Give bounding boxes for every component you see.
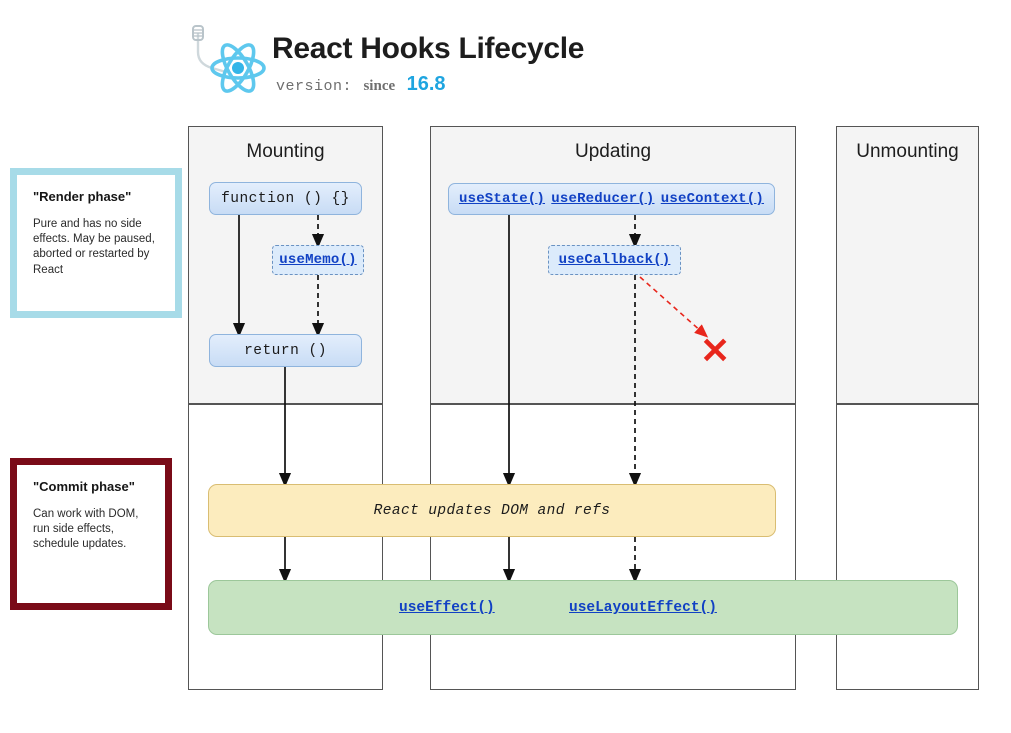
node-react-updates-dom-and-refs: React updates DOM and refs [208, 484, 776, 537]
use-context-link[interactable]: useContext() [660, 191, 764, 207]
node-return-statement[interactable]: return () [209, 334, 362, 367]
render-phase-title: "Render phase" [33, 189, 132, 204]
use-memo-link[interactable]: useMemo() [279, 252, 357, 268]
node-function-declaration[interactable]: function () {} [209, 182, 362, 215]
dom-refs-label: React updates DOM and refs [373, 502, 611, 519]
column-header-updating: Updating [574, 141, 652, 162]
column-unmounting-commit-section [836, 404, 979, 690]
node-state-hooks-group[interactable]: useState() useReducer() useContext() [448, 183, 775, 215]
node-function-label: function () {} [221, 190, 350, 207]
use-state-link[interactable]: useState() [459, 191, 546, 207]
use-callback-link[interactable]: useCallback() [558, 252, 671, 268]
node-effect-hooks-group: useEffect() useLayoutEffect() [208, 580, 958, 635]
column-unmounting-render-section [836, 126, 979, 404]
page-title: React Hooks Lifecycle [272, 32, 585, 65]
node-use-memo[interactable]: useMemo() [272, 245, 364, 275]
use-reducer-link[interactable]: useReducer() [551, 191, 655, 207]
cancelled-marker-icon: ✕ [700, 330, 731, 371]
column-header-unmounting: Unmounting [856, 141, 959, 162]
render-phase-note: "Render phase" Pure and has no side effe… [10, 168, 182, 318]
node-return-label: return () [244, 342, 327, 359]
version-number: 16.8 [406, 73, 446, 95]
column-mounting-commit-section [188, 404, 383, 690]
react-atom-hook-icon [186, 24, 282, 104]
version-label: version: [276, 78, 353, 95]
effect-links-container: useEffect() useLayoutEffect() [209, 581, 959, 636]
use-layout-effect-link[interactable]: useLayoutEffect() [569, 600, 717, 616]
column-header-mounting: Mounting [246, 141, 325, 162]
version-since: since [363, 78, 396, 94]
commit-phase-note: "Commit phase" Can work with DOM, run si… [10, 458, 172, 610]
commit-phase-title: "Commit phase" [33, 479, 135, 494]
page-header: React Hooks Lifecycle version: since 16.… [0, 0, 1011, 120]
commit-phase-description: Can work with DOM, run side effects, sch… [33, 508, 139, 551]
version-line: version: since 16.8 [276, 74, 446, 94]
use-effect-link[interactable]: useEffect() [399, 600, 495, 616]
node-use-callback[interactable]: useCallback() [548, 245, 681, 275]
column-updating-commit-section [430, 404, 796, 690]
render-phase-description: Pure and has no side effects. May be pau… [33, 218, 155, 276]
